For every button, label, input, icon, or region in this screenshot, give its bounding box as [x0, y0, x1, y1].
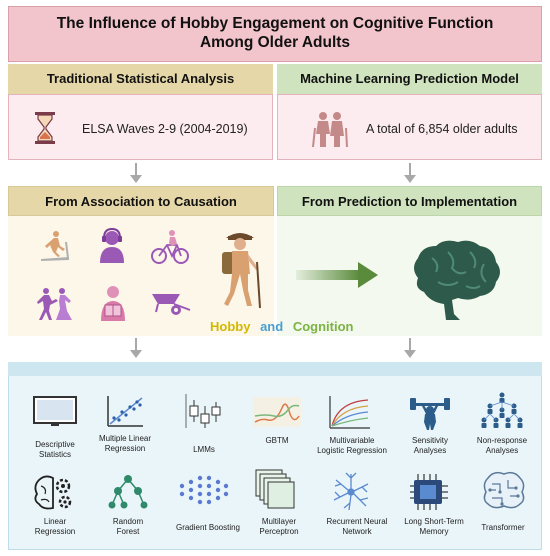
hourglass-icon	[35, 112, 55, 144]
brain-gears-icon	[34, 475, 72, 510]
treadmill-runner-icon	[41, 231, 69, 261]
right-info-text: A total of 6,854 older adults	[366, 122, 518, 136]
cyclist-icon	[151, 230, 189, 264]
method-label: Descriptive Statistics	[35, 440, 75, 459]
trajectory-icon	[253, 397, 301, 427]
method-label: Long Short-Term Memory	[404, 517, 464, 536]
method-label: Multivariable Logistic Regression	[317, 436, 387, 455]
right-column-header: Machine Learning Prediction Model	[277, 64, 542, 94]
title-line-1: The Influence of Hobby Engagement on Cog…	[56, 15, 494, 32]
method-label: Multiple Linear Regression	[98, 434, 152, 453]
hobby-word: Hobby	[210, 319, 251, 334]
curves-icon	[329, 396, 370, 429]
wheelbarrow-icon	[152, 294, 191, 315]
down-arrow-icon	[404, 338, 416, 358]
hobby-cognition-caption: Hobby and Cognition	[210, 319, 353, 334]
down-arrow-icon	[130, 338, 142, 358]
method-label: Recurrent Neural Network	[326, 517, 388, 536]
method-label: Transformer	[481, 523, 525, 532]
association-header: From Association to Causation	[8, 186, 274, 216]
older-couple-icon	[312, 112, 348, 148]
hiker-icon	[222, 233, 261, 309]
dancing-couple-icon	[37, 288, 72, 320]
method-label: GBTM	[265, 436, 289, 445]
left-column-header: Traditional Statistical Analysis	[8, 64, 273, 94]
cognition-word: Cognition	[292, 319, 354, 334]
person-headphones-icon	[100, 227, 124, 263]
method-label: Random Forest	[112, 517, 144, 536]
method-label: Gradient Boosting	[175, 523, 241, 532]
page-title: The Influence of Hobby Engagement on Cog…	[8, 14, 542, 52]
right-arrow-icon	[296, 262, 378, 288]
monitor-icon	[33, 396, 77, 426]
method-label: Non-response Analyses	[476, 436, 528, 455]
prediction-header: From Prediction to Implementation	[277, 186, 542, 216]
dots-grid-icon	[179, 475, 229, 505]
person-reading-icon	[101, 286, 125, 321]
tree-icon	[108, 475, 148, 509]
methods-panel	[8, 362, 542, 550]
method-label: Sensitivity Analyses	[411, 436, 448, 455]
weightlifter-icon	[410, 398, 450, 430]
layers-icon	[255, 469, 295, 509]
network-people-icon	[481, 392, 523, 428]
method-label: Multilayer Perceptron	[259, 517, 299, 536]
method-label: LMMs	[193, 445, 215, 454]
down-arrow-icon	[404, 163, 416, 183]
methods-panel-top-bar	[8, 362, 542, 376]
neuron-icon	[333, 472, 369, 511]
method-label: Linear Regression	[34, 517, 76, 536]
brain-circuit-icon	[483, 471, 525, 509]
brain-icon	[414, 240, 500, 320]
left-info-text: ELSA Waves 2-9 (2004-2019)	[82, 122, 248, 136]
scatter-regression-icon	[107, 396, 143, 427]
left-info-box	[8, 94, 273, 160]
down-arrow-icon	[130, 163, 142, 183]
and-word: and	[260, 319, 284, 334]
chip-icon	[410, 474, 448, 510]
title-line-2: Among Older Adults	[199, 34, 351, 51]
boxplot-icon	[185, 394, 221, 428]
title-banner	[8, 6, 542, 62]
